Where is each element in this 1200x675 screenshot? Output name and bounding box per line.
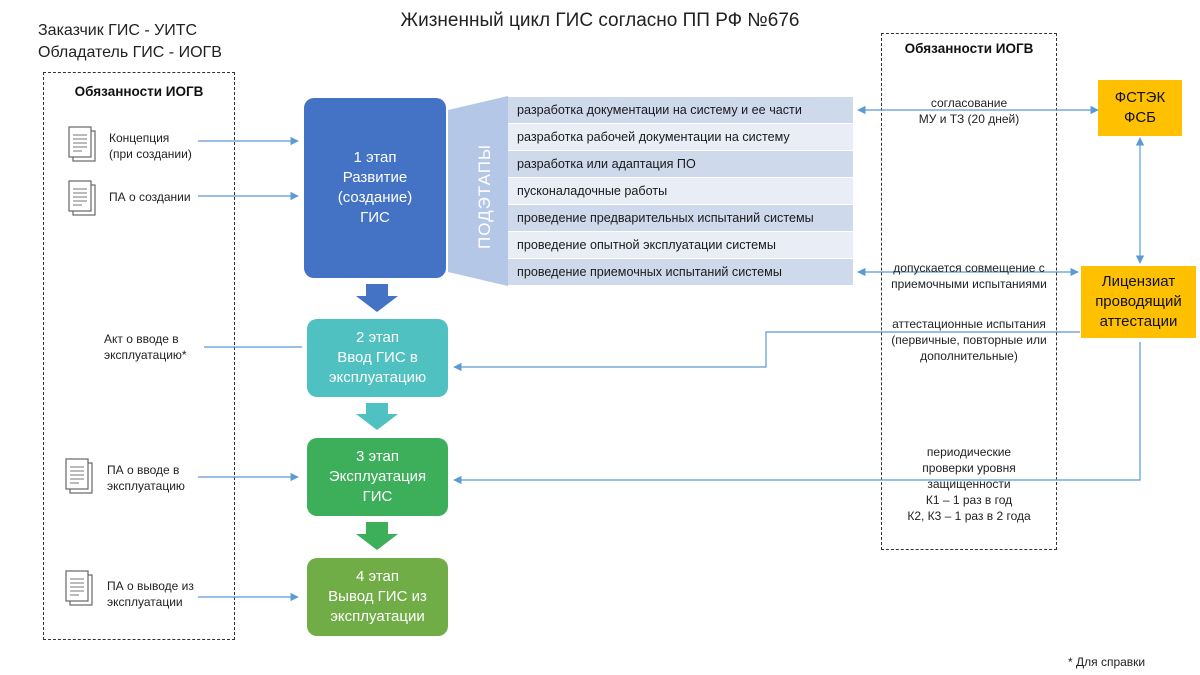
footnote: * Для справки	[1068, 655, 1146, 669]
substages-label: ПОДЭТАПЫ	[475, 143, 494, 249]
doc-pa-withdraw: ПА о выводе из эксплуатации	[107, 579, 194, 609]
substage-3: разработка или адаптация ПО	[508, 151, 853, 177]
left-panel-title: Обязанности ИОГВ	[74, 84, 204, 99]
document-icon	[68, 126, 96, 162]
doc-pa-operation: ПА о вводе в эксплуатацию	[107, 463, 185, 493]
document-icon	[65, 458, 93, 494]
diagram-title: Жизненный цикл ГИС согласно ПП РФ №676	[400, 10, 800, 31]
note-attestation: аттестационные испытания (первичные, пов…	[891, 317, 1047, 363]
substage-5: проведение предварительных испытаний сис…	[508, 205, 853, 231]
customer-label: Заказчик ГИС - УИТС	[38, 22, 198, 39]
stage-2-box: 2 этап Ввод ГИС в эксплуатацию	[307, 319, 448, 397]
substage-1: разработка документации на систему и ее …	[508, 97, 853, 123]
stage-4-box: 4 этап Вывод ГИС из эксплуатации	[307, 558, 448, 636]
down-arrow-2	[356, 403, 398, 430]
left-duties-panel	[43, 72, 235, 640]
note-periodic: периодические проверки уровня защищеннос…	[907, 445, 1031, 523]
doc-concept: Концепция (при создании)	[109, 131, 192, 161]
doc-pa-create: ПА о создании	[109, 190, 191, 204]
stage-1-box: 1 этап Развитие (создание) ГИС	[304, 98, 446, 278]
document-icon	[68, 180, 96, 216]
licensee-box: Лицензиат проводящий аттестации	[1081, 266, 1196, 338]
substage-2: разработка рабочей документации на систе…	[508, 124, 853, 150]
down-arrow-3	[356, 522, 398, 550]
substage-7: проведение приемочных испытаний системы	[508, 259, 853, 285]
document-icon	[65, 570, 93, 606]
arrow-periodic	[453, 342, 1141, 485]
arrow-attestation	[453, 331, 1080, 372]
substage-6: проведение опытной эксплуатации системы	[508, 232, 853, 258]
doc-act-commissioning: Акт о вводе в эксплуатацию*	[104, 332, 187, 362]
note-agreement: согласование МУ и ТЗ (20 дней)	[918, 96, 1020, 126]
down-arrow-1	[356, 284, 398, 312]
owner-label: Обладатель ГИС - ИОГВ	[38, 44, 222, 61]
fstek-fsb-box: ФСТЭК ФСБ	[1098, 80, 1182, 136]
right-duties-panel	[881, 33, 1057, 550]
note-combine: допускается совмещение с приемочными исп…	[891, 261, 1047, 291]
substages-funnel	[448, 96, 508, 286]
substage-4: пусконаладочные работы	[508, 178, 853, 204]
right-panel-title: Обязанности ИОГВ	[904, 41, 1034, 56]
stage-3-box: 3 этап Эксплуатация ГИС	[307, 438, 448, 516]
